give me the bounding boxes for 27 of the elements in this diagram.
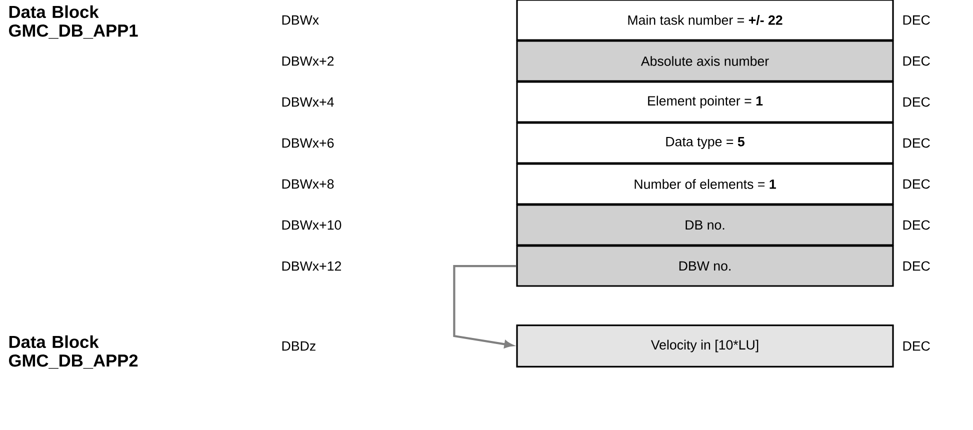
table-cell: Element pointer = 1 — [516, 81, 894, 123]
table-cell: Absolute axis number — [516, 40, 894, 82]
address-label: DBWx+10 — [282, 220, 342, 230]
address-label: DBWx+2 — [282, 56, 334, 66]
arrow — [453, 264, 516, 348]
format-label: DEC — [903, 97, 930, 107]
format-label: DEC — [903, 138, 930, 148]
heading: Data Block GMC_DB_APP1 — [9, 5, 138, 39]
address-label: DBWx — [282, 15, 319, 25]
table-cell: Data type = 5 — [516, 122, 894, 164]
format-label: DEC — [903, 220, 930, 230]
table-cell: Number of elements = 1 — [516, 163, 894, 205]
address-label: DBDz — [282, 341, 316, 351]
address-label: DBWx+6 — [282, 138, 334, 148]
table-cell: DB no. — [516, 204, 894, 246]
address-label: DBWx+4 — [282, 97, 334, 107]
table-cell: Main task number = +/- 22 — [516, 0, 894, 41]
table-cell: Velocity in [10*LU] — [516, 324, 894, 368]
heading: Data Block GMC_DB_APP2 — [9, 335, 138, 369]
format-label: DEC — [903, 56, 930, 66]
format-label: DEC — [903, 261, 930, 271]
format-label: DEC — [903, 341, 930, 351]
format-label: DEC — [903, 179, 930, 189]
format-label: DEC — [903, 15, 930, 25]
address-label: DBWx+12 — [282, 261, 341, 271]
table-cell: DBW no. — [516, 245, 894, 287]
address-label: DBWx+8 — [282, 179, 334, 189]
